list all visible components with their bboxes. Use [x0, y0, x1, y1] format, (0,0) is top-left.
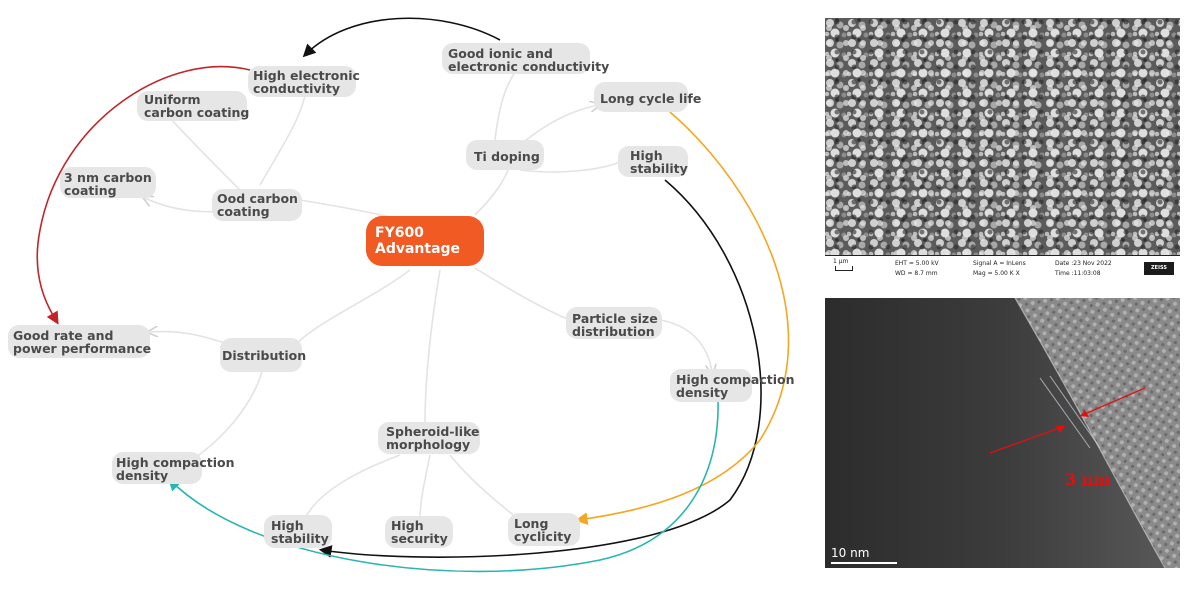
node-high-compaction-density-right: High compaction density	[670, 369, 795, 402]
node-line: cyclicity	[514, 529, 571, 544]
node-line: density	[116, 468, 168, 483]
tem-micrograph: 3 nm 10 nm	[825, 298, 1180, 568]
node-line: Spheroid-like	[386, 424, 480, 439]
node-uniform-carbon-coating: Uniform carbon coating	[137, 91, 249, 121]
node-ood-carbon-coating: Ood carbon coating	[212, 189, 302, 221]
node-high-compaction-density-left: High compaction density	[112, 452, 235, 484]
node-line: conductivity	[253, 81, 340, 96]
zeiss-logo: ZEISS	[1144, 262, 1174, 275]
node-line: power performance	[13, 341, 151, 356]
node-line: Distribution	[222, 348, 306, 363]
node-line: electronic conductivity	[448, 59, 609, 74]
node-long-cycle-life: Long cycle life	[594, 82, 701, 112]
node-line: Uniform	[144, 92, 201, 107]
node-line: Long	[514, 516, 548, 531]
sem-micrograph: 1 µm EHT = 5.00 kV WD = 8.7 mm Signal A …	[825, 18, 1180, 282]
node-line: Good rate and	[13, 328, 113, 343]
node-line: morphology	[386, 437, 470, 452]
node-spheroid-like-morphology: Spheroid-like morphology	[378, 422, 480, 454]
node-good-ionic-conductivity: Good ionic and electronic conductivity	[442, 43, 609, 74]
node-line: Ti doping	[474, 149, 540, 164]
node-line: stability	[630, 161, 688, 176]
tem-scale-text: 10 nm	[831, 546, 870, 560]
node-line: High compaction	[676, 372, 795, 387]
node-3nm-carbon-coating: 3 nm carbon coating	[60, 167, 156, 198]
node-line: coating	[217, 204, 270, 219]
node-high-stability-bottom: High stability	[264, 515, 332, 548]
sem-date: Date :23 Nov 2022	[1055, 260, 1112, 267]
tem-scale-bar	[831, 562, 897, 564]
orange-arrow	[574, 111, 790, 526]
sem-scale-bar	[835, 266, 853, 271]
node-ti-doping: Ti doping	[466, 140, 544, 170]
node-line: distribution	[572, 324, 655, 339]
center-node-line: FY600	[375, 225, 424, 241]
node-good-rate-power-performance: Good rate and power performance	[8, 325, 151, 358]
node-line: coating	[64, 183, 117, 198]
node-long-cyclicity: Long cyclicity	[508, 513, 580, 546]
connector-lines	[145, 71, 712, 521]
sem-particle-texture	[825, 18, 1180, 256]
sem-wd: WD = 8.7 mm	[895, 270, 938, 277]
teal-arrow	[167, 397, 719, 573]
node-line: Long cycle life	[600, 91, 701, 106]
center-node-fy600-advantage: FY600 Advantage	[366, 216, 484, 266]
red-arrow	[36, 65, 251, 325]
node-line: carbon coating	[144, 105, 249, 120]
tem-lattice-texture	[825, 298, 1180, 568]
node-line: security	[391, 531, 448, 546]
sem-signal: Signal A = InLens	[973, 260, 1026, 267]
mind-map-diagram: Good ionic and electronic conductivity H…	[8, 17, 795, 573]
sem-scale-text: 1 µm	[833, 258, 849, 265]
sem-time: Time :11:03:08	[1055, 270, 1101, 277]
node-line: stability	[271, 531, 329, 546]
sem-mag: Mag = 5.00 K X	[973, 270, 1020, 277]
node-high-stability-top: High stability	[618, 146, 688, 177]
node-line: Ood carbon	[217, 191, 298, 206]
node-line: High	[271, 518, 304, 533]
node-particle-size-distribution: Particle size distribution	[566, 307, 662, 339]
node-line: High	[391, 518, 424, 533]
node-line: High electronic	[253, 68, 360, 83]
sem-eht: EHT = 5.00 kV	[895, 260, 939, 267]
node-line: High	[630, 148, 663, 163]
tem-thickness-label: 3 nm	[1065, 470, 1111, 489]
center-node-line: Advantage	[375, 241, 460, 257]
black-arrow-top	[302, 17, 501, 58]
node-high-electronic-conductivity: High electronic conductivity	[248, 66, 360, 97]
black-arrow-bottom	[318, 179, 762, 558]
sem-info-bar: 1 µm EHT = 5.00 kV WD = 8.7 mm Signal A …	[825, 255, 1180, 282]
node-distribution: Distribution	[220, 338, 306, 372]
node-line: density	[676, 385, 728, 400]
node-line: Good ionic and	[448, 46, 553, 61]
node-high-security: High security	[385, 516, 453, 548]
node-line: 3 nm carbon	[64, 170, 152, 185]
center-node-fill	[366, 216, 484, 266]
node-line: Particle size	[572, 311, 658, 326]
node-line: High compaction	[116, 455, 235, 470]
